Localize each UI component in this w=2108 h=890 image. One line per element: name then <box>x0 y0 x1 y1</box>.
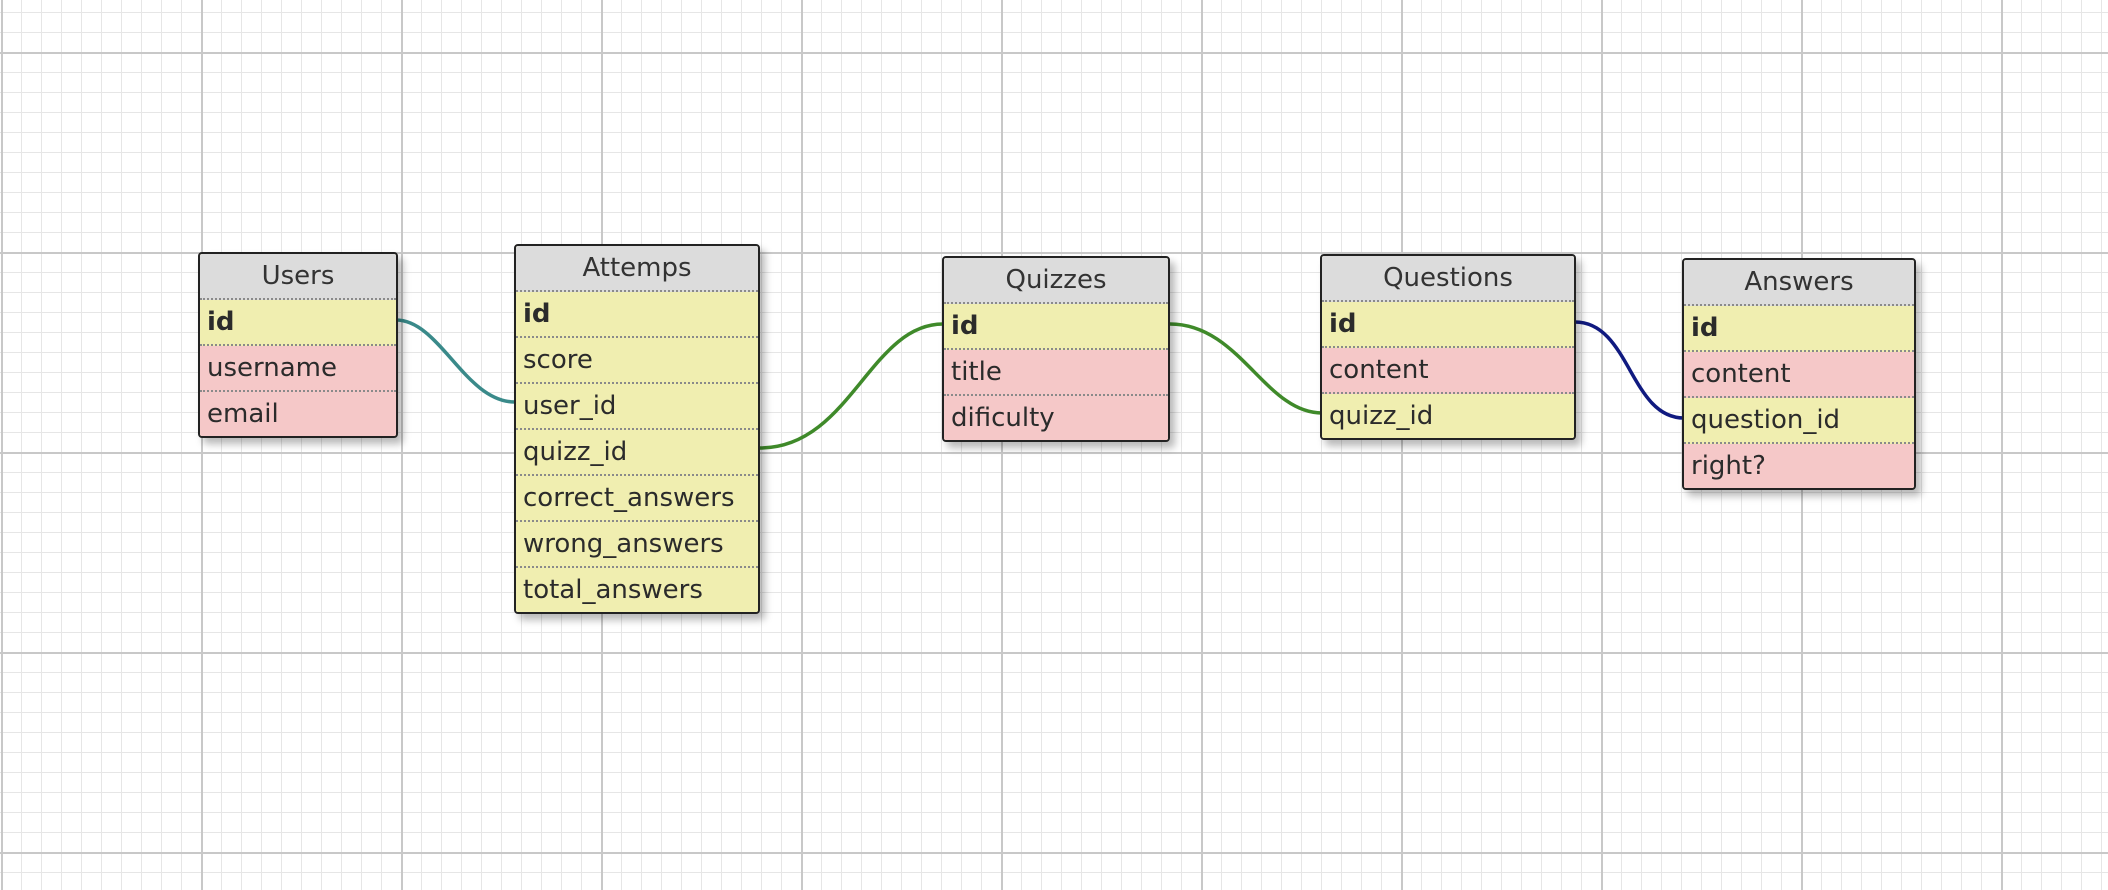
relation-quizzes-id-to-questions-quizz-id <box>1169 322 1323 415</box>
field-id[interactable]: id <box>516 292 758 338</box>
table-attemps[interactable]: Attemps id score user_id quizz_id correc… <box>514 244 760 614</box>
table-title: Questions <box>1322 256 1574 302</box>
field-score[interactable]: score <box>516 338 758 384</box>
relation-users-id-to-attemps-user-id <box>395 318 516 404</box>
table-title: Quizzes <box>944 258 1168 304</box>
field-email[interactable]: email <box>200 392 396 436</box>
table-title: Attemps <box>516 246 758 292</box>
field-content[interactable]: content <box>1684 352 1914 398</box>
field-total-answers[interactable]: total_answers <box>516 568 758 612</box>
table-title: Answers <box>1684 260 1914 306</box>
table-title: Users <box>200 254 396 300</box>
field-id[interactable]: id <box>200 300 396 346</box>
field-id[interactable]: id <box>1322 302 1574 348</box>
field-content[interactable]: content <box>1322 348 1574 394</box>
field-username[interactable]: username <box>200 346 396 392</box>
field-right[interactable]: right? <box>1684 444 1914 488</box>
field-wrong-answers[interactable]: wrong_answers <box>516 522 758 568</box>
field-id[interactable]: id <box>1684 306 1914 352</box>
field-quizz-id[interactable]: quizz_id <box>1322 394 1574 438</box>
relation-questions-id-to-answers-question-id <box>1574 320 1685 420</box>
relation-attemps-quizz-id-to-quizzes-id <box>759 322 944 450</box>
table-answers[interactable]: Answers id content question_id right? <box>1682 258 1916 490</box>
field-user-id[interactable]: user_id <box>516 384 758 430</box>
field-dificulty[interactable]: dificulty <box>944 396 1168 440</box>
table-quizzes[interactable]: Quizzes id title dificulty <box>942 256 1170 442</box>
table-questions[interactable]: Questions id content quizz_id <box>1320 254 1576 440</box>
field-correct-answers[interactable]: correct_answers <box>516 476 758 522</box>
field-title[interactable]: title <box>944 350 1168 396</box>
field-question-id[interactable]: question_id <box>1684 398 1914 444</box>
field-quizz-id[interactable]: quizz_id <box>516 430 758 476</box>
field-id[interactable]: id <box>944 304 1168 350</box>
table-users[interactable]: Users id username email <box>198 252 398 438</box>
